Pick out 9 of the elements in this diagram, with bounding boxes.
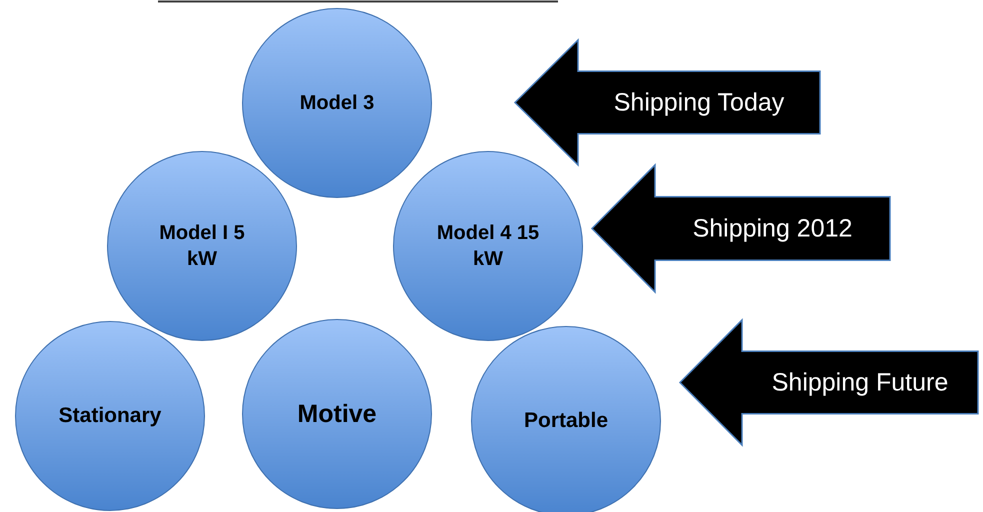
circle-label: Portable (524, 408, 608, 434)
circle-label: Stationary (58, 403, 162, 430)
circle-label: Model I 5 kW (158, 221, 246, 272)
circle-label: Motive (297, 398, 377, 430)
circle-label: Model 4 15 kW (436, 221, 540, 272)
arrow-label: Shipping Today (614, 88, 784, 117)
arrow-label: Shipping 2012 (692, 214, 852, 243)
arrow-label: Shipping Future (772, 368, 948, 397)
circle-label: Model 3 (300, 91, 374, 116)
